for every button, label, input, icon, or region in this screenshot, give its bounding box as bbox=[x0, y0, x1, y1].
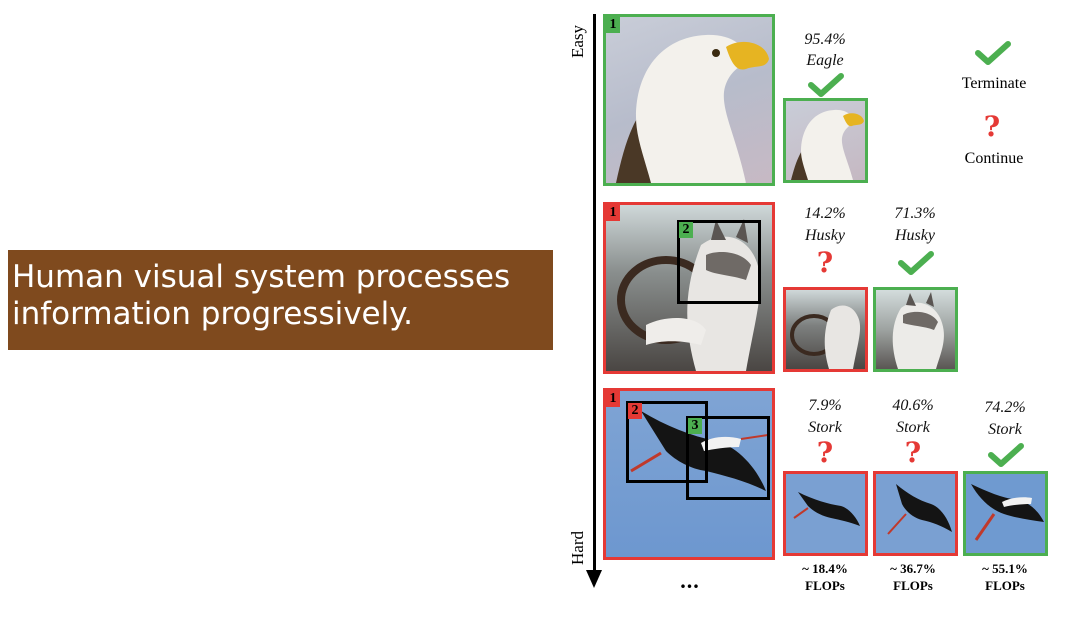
question-mark-icon: ? bbox=[904, 436, 922, 469]
flops-percent: ~ 18.4% bbox=[802, 561, 848, 576]
stork-crop-2-image bbox=[873, 471, 958, 556]
step-badge: 2 bbox=[628, 403, 642, 419]
class-label: Stork bbox=[988, 421, 1022, 438]
flops-unit: FLOPs bbox=[985, 578, 1025, 593]
husky-crop-2-image bbox=[873, 287, 958, 372]
region-box-2: 2 bbox=[626, 401, 708, 483]
flops-percent: ~ 36.7% bbox=[890, 561, 936, 576]
confidence-text: 95.4% bbox=[804, 31, 846, 48]
region-box-2: 2 bbox=[677, 220, 761, 304]
caption-banner: Human visual system processes informatio… bbox=[8, 250, 553, 350]
axis-label-easy: Easy bbox=[568, 24, 587, 58]
checkmark-icon bbox=[975, 40, 1011, 66]
stork-full-image: 1 2 3 bbox=[603, 388, 775, 560]
class-label: Husky bbox=[895, 227, 935, 244]
checkmark-icon bbox=[898, 250, 934, 276]
confidence-text: 14.2% bbox=[804, 205, 846, 222]
confidence-text: 71.3% bbox=[894, 205, 936, 222]
checkmark-icon bbox=[988, 442, 1024, 468]
class-label: Stork bbox=[808, 419, 842, 436]
class-label: Stork bbox=[896, 419, 930, 436]
confidence-text: 40.6% bbox=[892, 397, 934, 414]
class-label: Eagle bbox=[806, 52, 844, 69]
stork-crop-1-image bbox=[783, 471, 868, 556]
confidence-text: 74.2% bbox=[984, 399, 1026, 416]
step-badge: 1 bbox=[606, 17, 620, 33]
region-box-3: 3 bbox=[686, 416, 770, 500]
legend-continue: Continue bbox=[964, 150, 1024, 167]
question-mark-icon: ? bbox=[816, 246, 834, 279]
question-mark-icon: ? bbox=[983, 110, 1001, 143]
eagle-full-image: 1 bbox=[603, 14, 775, 186]
step-badge: 3 bbox=[688, 418, 702, 434]
caption-line-1: Human visual system processes bbox=[12, 259, 511, 295]
step-badge: 2 bbox=[679, 222, 693, 238]
axis-label-hard: Hard bbox=[568, 531, 587, 565]
flops-unit: FLOPs bbox=[805, 578, 845, 593]
caption-line-2: information progressively. bbox=[12, 296, 414, 332]
difficulty-axis bbox=[593, 14, 596, 576]
more-ellipsis: ... bbox=[680, 568, 700, 593]
stork-crop-3-image bbox=[963, 471, 1048, 556]
eagle-crop-image bbox=[783, 98, 868, 183]
legend-terminate: Terminate bbox=[961, 75, 1027, 92]
axis-arrowhead bbox=[586, 570, 602, 588]
husky-full-image: 1 2 bbox=[603, 202, 775, 374]
husky-crop-1-image bbox=[783, 287, 868, 372]
confidence-text: 7.9% bbox=[808, 397, 842, 414]
step-badge: 1 bbox=[606, 205, 620, 221]
class-label: Husky bbox=[805, 227, 845, 244]
question-mark-icon: ? bbox=[816, 436, 834, 469]
flops-unit: FLOPs bbox=[893, 578, 933, 593]
step-badge: 1 bbox=[606, 391, 620, 407]
flops-percent: ~ 55.1% bbox=[982, 561, 1028, 576]
checkmark-icon bbox=[808, 72, 844, 98]
